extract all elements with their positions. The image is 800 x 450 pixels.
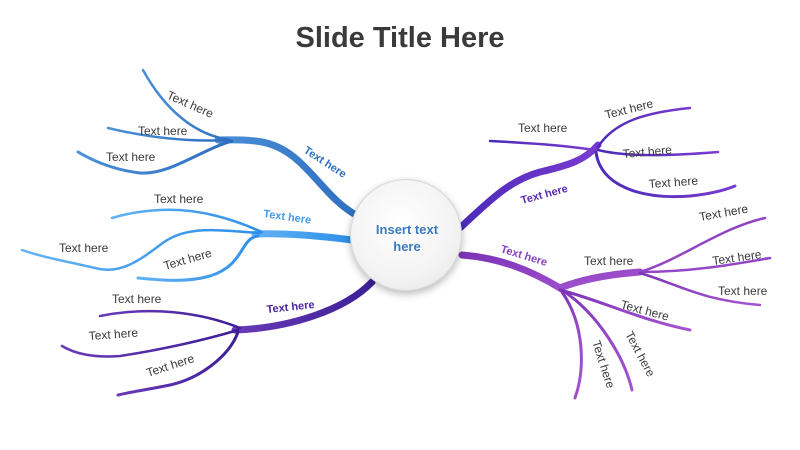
branch-1-leaf-3: Text here [106, 150, 156, 164]
branch-3-twig-1 [98, 309, 242, 330]
branch-2-leaf-1: Text here [154, 192, 204, 206]
branch-5-twig-3 [638, 271, 762, 307]
branch-3-twig-3 [116, 330, 240, 397]
branch-4-twig-2 [596, 106, 692, 149]
branch-5-leaf-3: Text here [711, 247, 762, 268]
branch-5-twig-4 [558, 288, 692, 332]
branch-5-leaf-1: Text here [584, 254, 634, 268]
branch-4 [456, 106, 737, 232]
branch-4-twig-3 [596, 148, 720, 157]
branch-5-twig-5 [560, 288, 634, 392]
branch-3-trunk [231, 278, 376, 334]
branch-5-leaf-4: Text here [718, 284, 768, 298]
slide-title: Slide Title Here [295, 22, 505, 54]
central-node-line-1: Insert text [375, 222, 439, 237]
branch-3-twig-2 [60, 328, 240, 358]
branch-1-trunk [214, 136, 360, 219]
branch-2 [20, 208, 356, 282]
branch-3-leaf-1: Text here [112, 292, 162, 306]
branch-5-twig-6 [560, 290, 583, 400]
branch-2-trunk [251, 230, 356, 244]
branch-2-leaf-2: Text here [59, 241, 109, 255]
branch-5-leaf-2: Text here [698, 202, 749, 224]
branch-5-leaf-5: Text here [619, 297, 671, 323]
branch-1-twig-1 [141, 68, 232, 142]
branch-5-twig-1 [638, 216, 767, 274]
branch-4-trunk [456, 141, 602, 232]
branch-4-twig-1 [488, 139, 597, 152]
branch-3-leaf-2: Text here [88, 326, 139, 343]
branch-4-leaf-4: Text here [648, 174, 699, 191]
branch-4-label: Text here [520, 183, 570, 207]
branch-2-twig-3 [136, 234, 260, 282]
branch-3-label: Text here [266, 299, 315, 316]
branch-5-trunk [458, 251, 644, 292]
branch-1-twig-3 [76, 139, 234, 175]
branch-2-leaf-3: Text here [162, 246, 214, 273]
branch-4-twig-4 [594, 150, 737, 199]
branch-4-leaf-2: Text here [603, 96, 655, 122]
branch-1 [76, 68, 360, 219]
branch-4-leaf-3: Text here [622, 143, 673, 161]
branch-4-leaf-1: Text here [518, 121, 568, 135]
branch-1-leaf-1: Text here [165, 88, 216, 121]
branch-1-twig-2 [106, 126, 230, 142]
branch-2-twig-1 [110, 208, 264, 234]
branch-2-label: Text here [263, 208, 312, 227]
branch-2-twig-2 [20, 228, 262, 271]
branch-3 [60, 278, 376, 397]
central-node-label: Insert text here [354, 221, 460, 255]
branch-5-twig-2 [638, 256, 772, 274]
branch-1-leaf-2: Text here [138, 124, 188, 138]
central-node-line-2: here [393, 239, 421, 254]
branch-3-leaf-3: Text here [145, 351, 197, 380]
branch-5 [458, 216, 772, 400]
central-node [350, 179, 462, 291]
